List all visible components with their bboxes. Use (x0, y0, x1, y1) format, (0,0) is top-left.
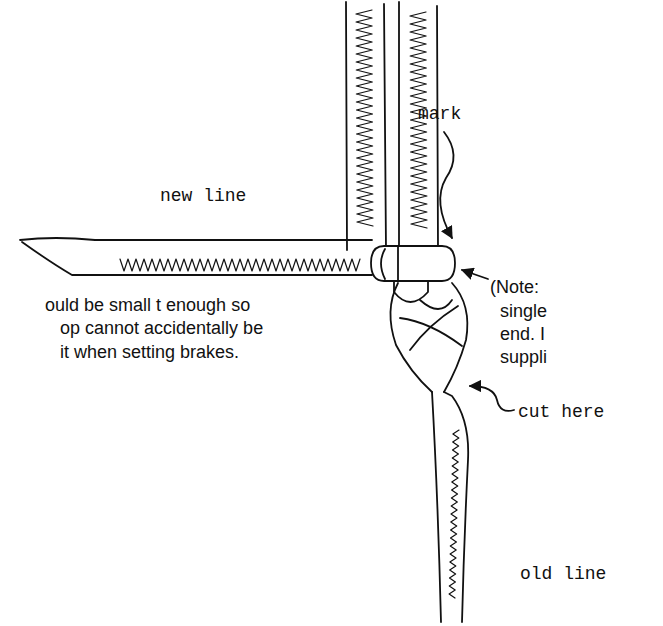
note-text: (Note: (490, 277, 539, 298)
upper-strap-right (399, 2, 438, 250)
marker-sleeve (371, 246, 455, 281)
strap-stitching (356, 10, 427, 228)
note-text: end. I (500, 324, 545, 345)
note-text: single (500, 301, 547, 322)
old-line-stitching (449, 430, 459, 598)
note-text: ould be small t enough so (45, 295, 250, 316)
cut-leader (470, 386, 514, 411)
knot (390, 283, 467, 392)
stitch-zigzag (449, 430, 459, 598)
note-text: suppli (500, 347, 547, 368)
sleeve-pointer (462, 270, 488, 279)
new-line-stitching (120, 259, 360, 271)
line-label: old line (520, 564, 606, 585)
stitch-zigzag (120, 259, 360, 271)
line-label: new line (160, 186, 246, 207)
new-line-strand (20, 238, 372, 275)
sleeve-fold (381, 246, 398, 281)
old-line-strand (432, 392, 468, 622)
stitch-zigzag (356, 10, 373, 226)
note-text: op cannot accidentally be (60, 318, 263, 339)
note-text: it when setting brakes. (60, 342, 239, 363)
upper-strap-left (346, 2, 386, 250)
mark-label: mark (418, 104, 461, 125)
mark-leader (440, 132, 453, 238)
cut-label: cut here (518, 402, 604, 423)
